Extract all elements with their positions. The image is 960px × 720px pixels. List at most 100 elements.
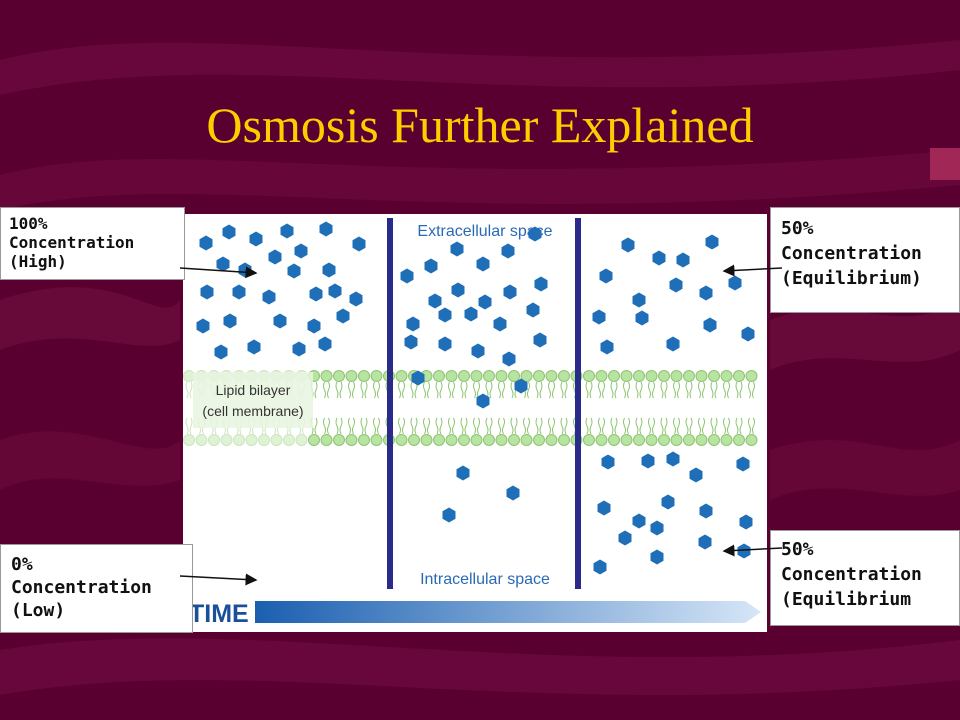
lipid-molecule <box>458 370 470 446</box>
lipid-molecule <box>695 370 708 446</box>
lipid-molecule <box>683 370 695 446</box>
molecule <box>249 231 263 247</box>
lipid-molecule <box>745 370 758 446</box>
molecule <box>268 249 282 265</box>
lipid-molecule <box>670 370 683 446</box>
label-0-concentration: 0% Concentration (Low) <box>0 544 193 633</box>
molecule <box>292 341 306 357</box>
molecule <box>641 453 655 469</box>
molecule <box>222 224 236 240</box>
lipid-molecule <box>333 370 345 446</box>
molecule <box>456 465 470 481</box>
molecule <box>352 236 366 252</box>
molecule <box>318 336 332 352</box>
molecule <box>471 343 485 359</box>
time-arrow <box>255 601 761 623</box>
molecule <box>621 237 635 253</box>
molecule <box>635 310 649 326</box>
lipid-molecule <box>483 370 495 446</box>
molecule <box>438 307 452 323</box>
molecule <box>400 268 414 284</box>
molecule <box>328 283 342 299</box>
molecule <box>294 243 308 259</box>
lipid-molecule <box>470 370 483 446</box>
molecule <box>526 302 540 318</box>
molecule <box>661 494 675 510</box>
membrane-label-line2: (cell membrane) <box>202 403 303 419</box>
molecule <box>597 500 611 516</box>
molecule <box>309 286 323 302</box>
molecule <box>650 520 664 536</box>
molecule <box>404 334 418 350</box>
molecule <box>424 258 438 274</box>
label-50-concentration-intracellular: 50% Concentration (Equilibrium <box>770 530 960 626</box>
molecule <box>699 503 713 519</box>
molecule <box>650 549 664 565</box>
molecule <box>592 309 606 325</box>
lipid-molecule <box>708 370 720 446</box>
molecule <box>705 234 719 250</box>
molecule <box>232 284 246 300</box>
molecule <box>349 291 363 307</box>
molecule <box>652 250 666 266</box>
intracellular-label: Intracellular space <box>420 571 550 588</box>
lipid-molecule <box>345 370 358 446</box>
molecule <box>699 285 713 301</box>
lipid-molecule <box>495 370 508 446</box>
molecule <box>476 393 490 409</box>
label-50-concentration-extracellular: 50% Concentration (Equilibrium) <box>770 207 960 313</box>
molecule <box>737 543 751 559</box>
molecule <box>464 306 478 322</box>
molecules-layer <box>196 221 755 575</box>
time-label: TIME <box>189 600 249 628</box>
diagram-canvas: Lipid bilayer (cell membrane) Extracellu… <box>183 218 761 628</box>
molecule <box>262 289 276 305</box>
molecule <box>599 268 613 284</box>
molecule <box>739 514 753 530</box>
molecule <box>216 256 230 272</box>
molecule <box>703 317 717 333</box>
molecule <box>450 241 464 257</box>
molecule <box>666 451 680 467</box>
molecule <box>196 318 210 334</box>
lipid-molecule <box>620 370 633 446</box>
molecule <box>428 293 442 309</box>
molecule <box>411 370 425 386</box>
slide-title: Osmosis Further Explained <box>206 97 754 153</box>
molecule <box>632 292 646 308</box>
molecule <box>534 276 548 292</box>
molecule <box>406 316 420 332</box>
molecule <box>528 226 542 242</box>
molecule <box>632 513 646 529</box>
molecule <box>736 456 750 472</box>
molecule <box>501 243 515 259</box>
lipid-molecule <box>608 370 620 446</box>
molecule <box>307 318 321 334</box>
molecule <box>669 277 683 293</box>
molecule <box>199 235 213 251</box>
lipid-molecule <box>445 370 458 446</box>
molecule <box>618 530 632 546</box>
lipid-molecule <box>358 370 370 446</box>
lipid-molecule <box>658 370 670 446</box>
molecule <box>741 326 755 342</box>
molecule <box>514 378 528 394</box>
molecule <box>728 275 742 291</box>
molecule <box>287 263 301 279</box>
molecule <box>593 559 607 575</box>
molecule <box>502 351 516 367</box>
molecule <box>689 467 703 483</box>
molecule <box>223 313 237 329</box>
molecule <box>503 284 517 300</box>
lipid-molecule <box>558 370 570 446</box>
molecule <box>336 308 350 324</box>
membrane-label-line1: Lipid bilayer <box>216 382 291 398</box>
molecule <box>676 252 690 268</box>
molecule <box>476 256 490 272</box>
membrane-label-backdrop <box>193 372 313 428</box>
molecule <box>493 316 507 332</box>
molecule <box>214 344 228 360</box>
molecule <box>451 282 465 298</box>
lipid-molecule <box>720 370 733 446</box>
molecule <box>442 507 456 523</box>
